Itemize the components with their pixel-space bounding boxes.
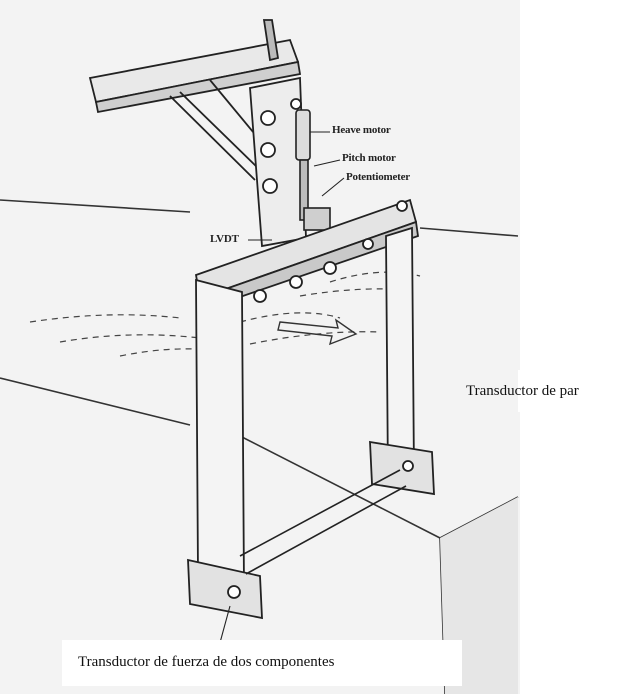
right-strut <box>369 226 435 496</box>
torque-transducer-label: Transductor de par <box>466 383 579 399</box>
force-transducer-label: Transductor de fuerza de dos componentes <box>78 654 335 670</box>
potentiometer-label: Potentiometer <box>346 171 410 183</box>
force-label-box <box>62 640 462 686</box>
left-strut <box>187 278 263 620</box>
carriage-plate <box>249 76 307 248</box>
pitch-motor-label: Pitch motor <box>342 152 396 164</box>
lvdt-label: LVDT <box>210 233 239 245</box>
torque-label-box <box>518 370 626 412</box>
flow-arrow <box>277 318 358 346</box>
test-foil <box>239 469 407 575</box>
heave-motor-label: Heave motor <box>332 124 391 136</box>
mounting-beam <box>88 19 302 181</box>
